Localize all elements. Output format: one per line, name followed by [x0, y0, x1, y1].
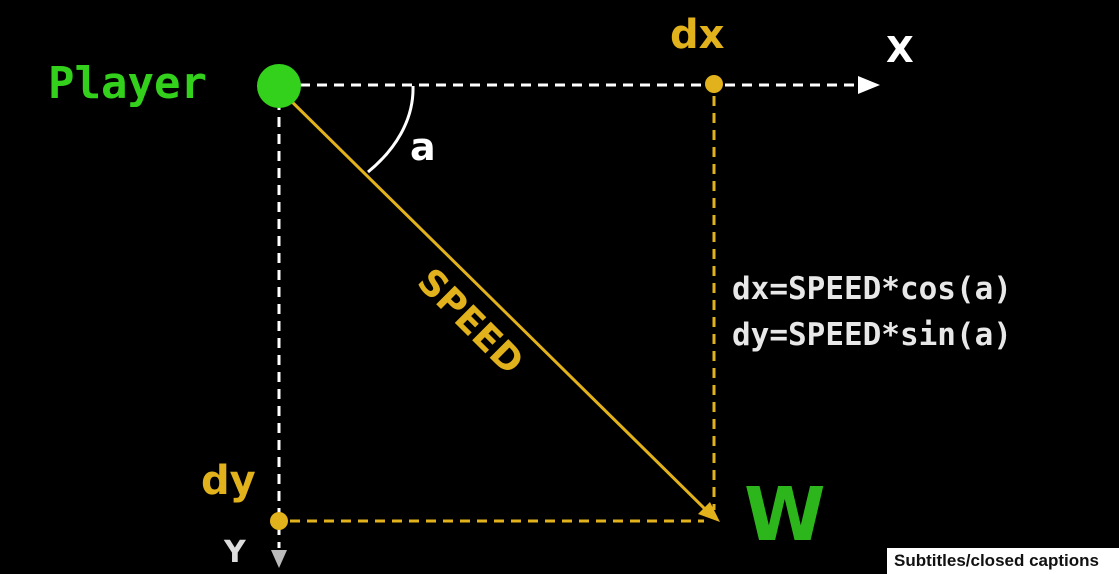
dy-point [270, 512, 288, 530]
y-axis-arrowhead [271, 550, 287, 568]
formula-dy: dy=SPEED*sin(a) [732, 317, 1012, 353]
angle-label: a [410, 125, 436, 169]
y-axis-label: Y [223, 535, 247, 570]
dy-label: dy [201, 458, 256, 504]
x-axis-arrowhead [858, 76, 880, 94]
player-label: Player [48, 58, 207, 109]
formula-dx: dx=SPEED*cos(a) [732, 271, 1012, 307]
captions-badge[interactable]: Subtitles/closed captions [887, 548, 1119, 574]
speed-vector-arrowhead [698, 502, 720, 522]
speed-vector-line [280, 90, 710, 514]
dx-label: dx [670, 12, 725, 58]
player-dot [257, 64, 301, 108]
dx-point [705, 75, 723, 93]
target-label: W [744, 472, 826, 558]
x-axis-label: X [886, 30, 914, 71]
angle-arc [367, 85, 415, 174]
